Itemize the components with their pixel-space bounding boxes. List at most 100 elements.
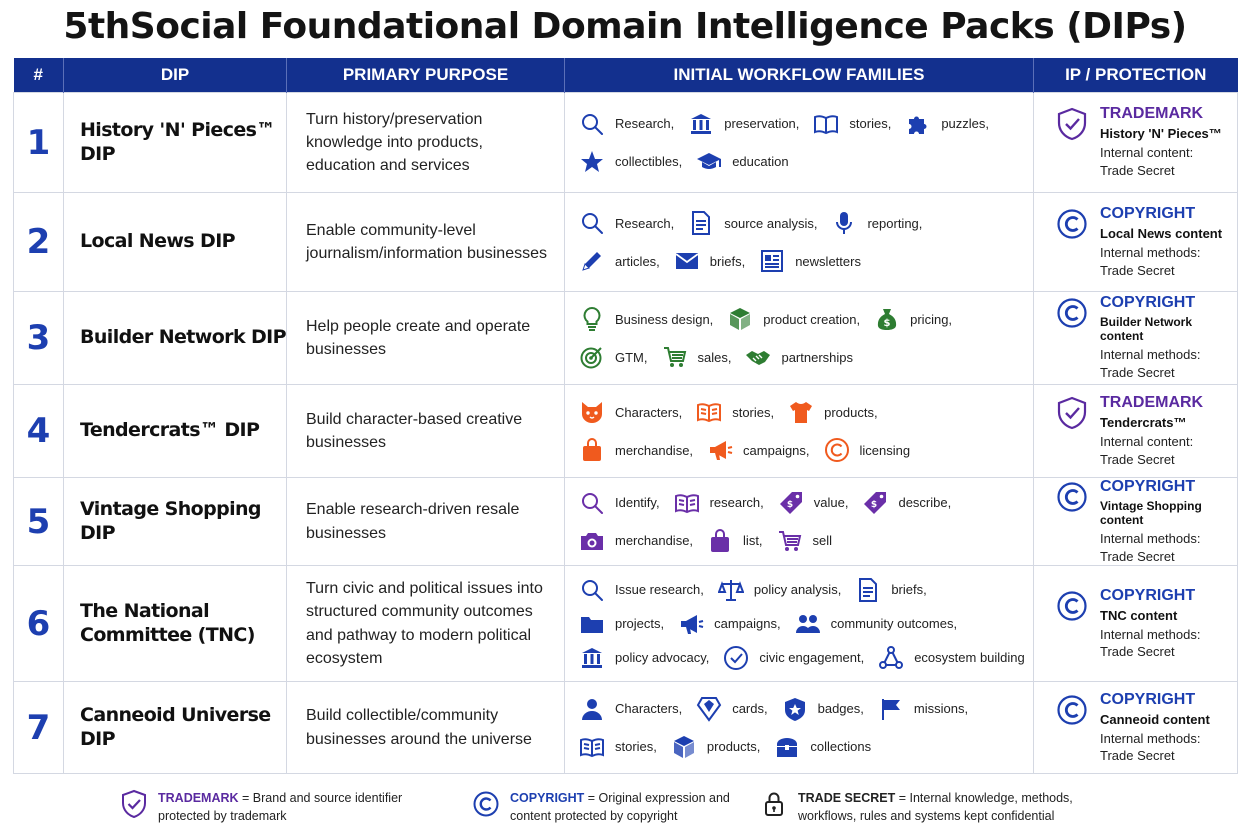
badge-icon — [782, 696, 808, 722]
workflow-line: Issue research,policy analysis,briefs, — [579, 573, 1033, 607]
ip-type: COPYRIGHT — [1100, 294, 1196, 312]
workflow-item: reporting, — [831, 210, 922, 236]
dip-name: The National Committee (TNC) — [63, 565, 287, 683]
header-workflows: INITIAL WORKFLOW FAMILIES — [564, 58, 1034, 93]
svg-text:$: $ — [787, 500, 793, 510]
workflow-line: merchandise,campaigns,licensing — [579, 431, 1033, 469]
workflow-item: articles, — [579, 248, 660, 274]
workflow-item: campaigns, — [707, 437, 810, 463]
workflow-item: collectibles, — [579, 149, 682, 175]
workflow-label: licensing — [859, 442, 911, 458]
dip-purpose: Help people create and operate businesse… — [286, 291, 565, 385]
copyright-icon — [1056, 693, 1088, 727]
ip-note-1: Internal content: — [1100, 433, 1194, 449]
workflow-label: stories, — [849, 116, 892, 131]
workflow-families: Characters,stories,products,merchandise,… — [564, 384, 1034, 478]
workflow-label: source analysis, — [724, 215, 818, 231]
shield-check-icon — [120, 789, 148, 819]
columns-icon — [688, 111, 714, 137]
workflow-item: Research, — [579, 210, 674, 236]
open-book-icon — [674, 490, 700, 516]
ip-note-2: Trade Secret — [1100, 644, 1175, 660]
row-number: 4 — [13, 384, 64, 478]
scales-icon — [717, 577, 744, 603]
cart-icon — [662, 344, 688, 370]
ip-note: Internal content: Trade Secret — [1100, 433, 1203, 468]
ip-type: TRADEMARK — [1100, 393, 1204, 411]
document-icon — [688, 210, 714, 236]
ip-note-1: Internal methods: — [1100, 347, 1201, 363]
legend-term: TRADE SECRET — [798, 791, 896, 805]
workflow-item: products, — [788, 399, 878, 425]
workflow-item: source analysis, — [688, 210, 817, 236]
open-book-icon — [579, 734, 605, 760]
newsletter-icon — [759, 248, 785, 274]
cart-icon — [777, 528, 803, 554]
workflow-item: list, — [707, 528, 763, 554]
workflow-label: products, — [706, 739, 761, 755]
workflow-label: collectibles, — [615, 154, 683, 169]
ip-note: Internal methods:Trade Secret — [1100, 346, 1237, 381]
shield-check-icon — [1056, 396, 1088, 430]
workflow-item: merchandise, — [579, 528, 693, 554]
workflow-label: projects, — [615, 616, 665, 632]
row-number: 5 — [13, 476, 64, 567]
camera-icon — [579, 528, 605, 554]
search-icon — [579, 577, 605, 603]
workflow-label: civic engagement, — [759, 650, 865, 666]
workflow-item: stories, — [696, 399, 774, 425]
ip-note: Internal methods: Trade Secret — [1100, 530, 1237, 565]
microphone-icon — [831, 210, 857, 236]
copyright-icon — [1056, 296, 1088, 330]
copyright-icon — [824, 437, 850, 463]
workflow-label: Research, — [615, 116, 675, 131]
workflow-label: products, — [824, 404, 878, 420]
workflow-item: GTM, — [579, 344, 648, 370]
workflow-label: sell — [812, 533, 833, 549]
money-bag-icon: $ — [874, 306, 900, 332]
workflow-label: Business design, — [615, 311, 714, 327]
ip-note-2: Trade Secret — [1100, 451, 1175, 467]
row-number: 1 — [13, 92, 64, 193]
page-title: 5thSocial Foundational Domain Intelligen… — [63, 6, 1187, 47]
workflow-label: GTM, — [615, 349, 648, 365]
row-number: 2 — [13, 192, 64, 292]
workflow-label: Research, — [615, 215, 675, 231]
ip-type: TRADEMARK — [1100, 105, 1204, 123]
workflow-item: preservation, — [688, 111, 799, 137]
header-number: # — [13, 58, 64, 93]
copyright-icon — [1056, 589, 1088, 623]
workflow-label: stories, — [615, 739, 657, 755]
star-icon — [579, 149, 605, 175]
workflow-line: Characters,cards,badges,missions, — [579, 690, 1033, 728]
workflow-item: education — [696, 149, 789, 175]
workflow-item: Research, — [579, 111, 674, 137]
network-icon — [878, 645, 904, 671]
chest-icon — [774, 734, 800, 760]
svg-text:$: $ — [871, 500, 877, 510]
workflow-label: campaigns, — [743, 442, 810, 458]
workflow-line: Business design,product creation,$pricin… — [579, 300, 1033, 338]
workflow-label: cards, — [732, 701, 768, 717]
workflow-item: civic engagement, — [723, 645, 864, 671]
cube-icon — [727, 306, 753, 332]
book-icon — [813, 111, 839, 137]
workflow-label: sales, — [697, 349, 732, 365]
ip-type: COPYRIGHT — [1100, 586, 1196, 604]
ip-note-2: Trade Secret — [1100, 548, 1175, 564]
workflow-line: articles,briefs,newsletters — [579, 242, 1033, 280]
people-icon — [795, 611, 821, 637]
workflow-label: preservation, — [724, 116, 800, 131]
lightbulb-icon — [579, 306, 605, 332]
workflow-item: puzzles, — [905, 111, 989, 137]
tshirt-icon — [788, 399, 814, 425]
workflow-item: sales, — [662, 344, 732, 370]
ip-note-1: Internal methods: — [1100, 531, 1201, 546]
ip-subject: History 'N' Pieces™ — [1100, 126, 1222, 142]
